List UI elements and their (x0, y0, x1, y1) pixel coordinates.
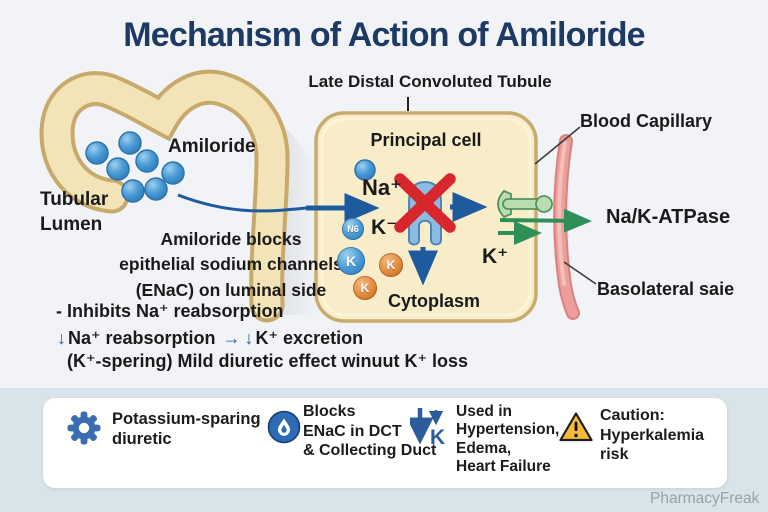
na-k-atpase-pump (497, 189, 553, 219)
basolateral-side-label: Basolateral saie (597, 279, 735, 299)
page-title: Mechanism of Action of Amiloride (123, 16, 645, 54)
water-drop-icon (267, 410, 301, 444)
basolateral-pointer-line (563, 261, 597, 285)
sodium-arrows (408, 192, 488, 286)
blood-capillary-label: Blood Capillary (580, 111, 713, 131)
tubular-lumen-label: Tubular Lumen (40, 189, 109, 235)
down-arrow-icon: ↓ (57, 328, 66, 348)
blood-capillary-vessel (553, 134, 580, 320)
potassium-down-arrow-icon: K (410, 408, 445, 448)
watermark: PharmacyFreak (650, 490, 760, 507)
na-plus-label: Na⁺ (362, 175, 402, 200)
summary-line-2-text-2: K⁺ excretion (255, 328, 364, 348)
blocked-x-icon (394, 173, 456, 233)
potassium-transport-arrows (498, 208, 592, 245)
summary-line-2: ↓Na⁺ reabsorption →↓K⁺ excretion (55, 328, 363, 349)
tubule-shape (39, 69, 290, 323)
footer-item-potassium-sparing: Potassium-sparing diuretic (112, 410, 261, 449)
late-dct-label: Late Distal Convoluted Tubule (308, 72, 552, 91)
summary-line-2-text-1: Na⁺ reabsorption (68, 328, 216, 348)
summary-line-3: (K⁺-spering) Mild diuretic effect winuut… (67, 351, 469, 371)
amiloride-flow-arrow (177, 193, 380, 223)
right-arrow-icon: → (222, 328, 241, 348)
principal-cell-label: Principal cell (370, 130, 482, 150)
potassium-letter: K (430, 426, 445, 448)
sodium-ion (354, 159, 376, 181)
potassium-ion-blue: K (337, 247, 365, 275)
footer-item-caution: Caution: Hyperkalemia risk (600, 407, 705, 464)
k-plus-label: K⁺ (482, 245, 509, 268)
potassium-ion-orange: K (379, 253, 403, 277)
amiloride-label: Amiloride (168, 136, 256, 157)
n6-ion-badge: N6 (342, 218, 364, 240)
cytoplasm-label: Cytoplasm (388, 291, 481, 311)
enac-block-note: Amiloride blocks epithelial sodium chann… (119, 229, 343, 300)
gear-icon (67, 411, 101, 445)
footer-item-used-in: Used in Hypertension, Edema, Heart Failu… (456, 403, 560, 475)
amiloride-molecules (85, 131, 185, 203)
summary-line-1: - Inhibits Na⁺ reabsorption (56, 301, 284, 321)
blood-capillary-pointer-line (534, 126, 581, 165)
k-minus-label: K⁻ (371, 216, 398, 239)
na-k-atpase-label: Na/K-ATPase (606, 206, 731, 228)
warning-icon (559, 412, 593, 442)
down-arrow-icon: ↓ (244, 328, 254, 348)
footer-item-blocks-enac: Blocks ENaC in DCT & Collecting Duct (303, 403, 437, 460)
potassium-ion-orange: K (353, 276, 377, 300)
footer-card (43, 398, 727, 488)
